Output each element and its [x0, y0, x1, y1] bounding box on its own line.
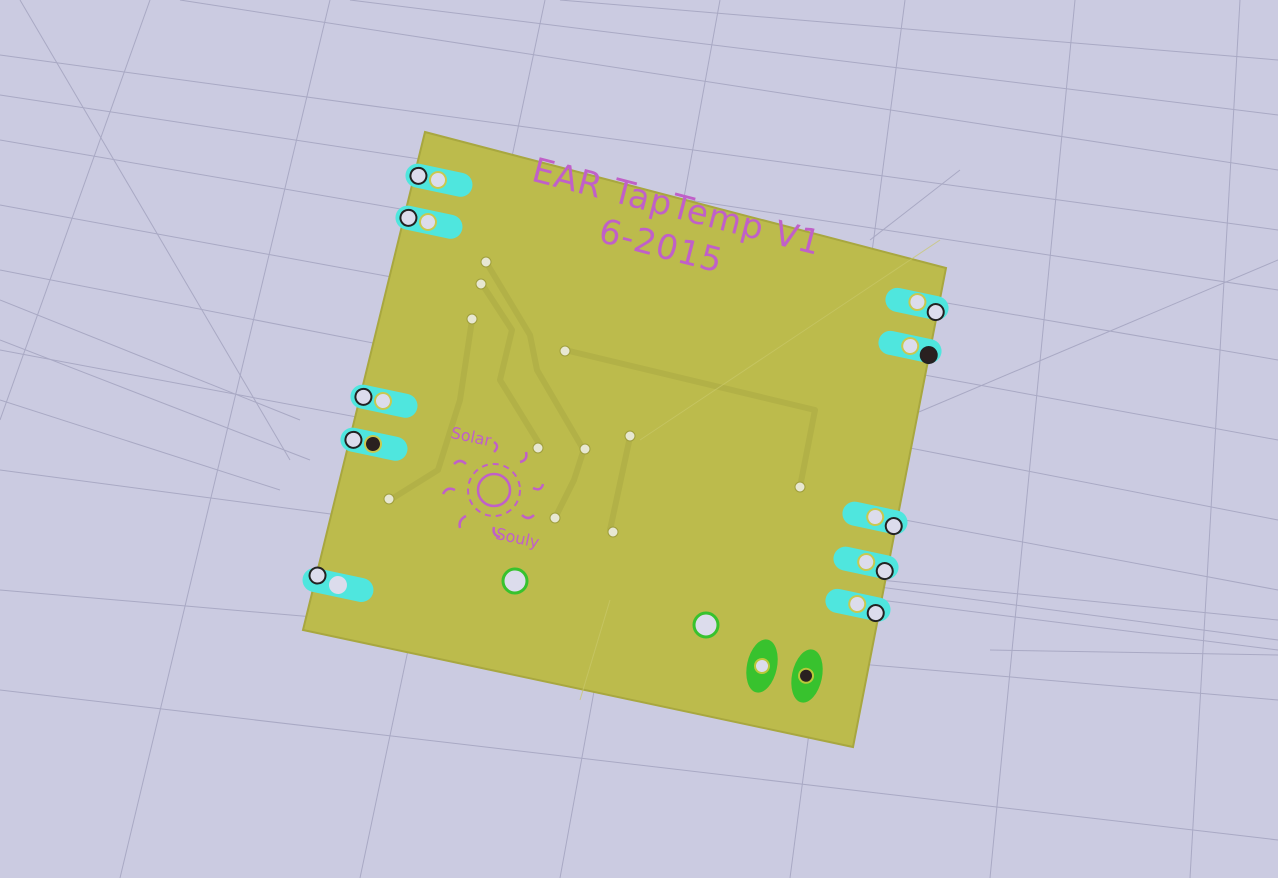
pad-right-5 [825, 588, 891, 623]
oval-pad-2 [791, 649, 823, 703]
drill-ring-2 [692, 611, 720, 639]
left-connector-pads [302, 163, 473, 602]
board-seam-lines [579, 239, 941, 701]
pad-left-3 [350, 384, 418, 418]
oval-pad-1 [746, 639, 778, 693]
pad-left-2 [395, 205, 463, 239]
copper-traces [387, 259, 818, 533]
drill-rings [501, 567, 720, 639]
right-connector-pads [825, 287, 949, 623]
pad-right-1 [885, 287, 949, 322]
pad-right-2 [878, 330, 942, 365]
pad-left-4 [340, 427, 408, 461]
pad-left-5 [302, 566, 374, 602]
sun-logo-icon [441, 440, 545, 539]
pad-right-4 [833, 546, 899, 581]
pad-left-1 [405, 163, 473, 197]
drill-ring-1 [501, 567, 529, 595]
pad-right-3 [842, 501, 908, 536]
oval-pads [746, 639, 823, 703]
vias [383, 256, 806, 538]
pcb-board [301, 130, 948, 749]
